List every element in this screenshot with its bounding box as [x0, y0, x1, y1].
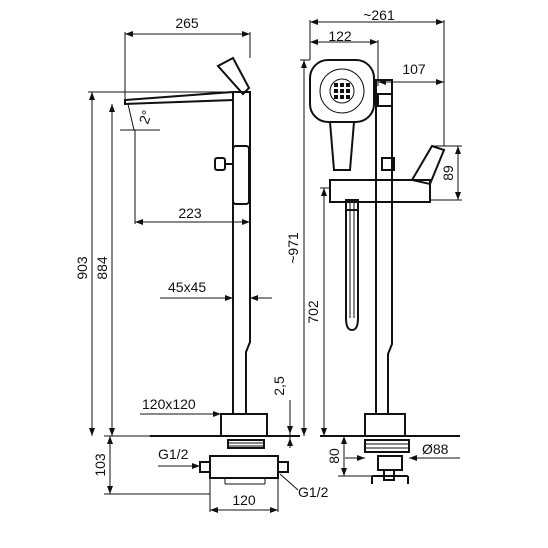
- dim-45x45: 45x45: [168, 279, 206, 295]
- label-g12-left: G1/2: [158, 446, 189, 462]
- right-dimensions: ~261 122 107 89 ~971 702: [285, 7, 462, 477]
- dim-702: 702: [305, 300, 321, 324]
- left-dimensions: 265 223 2° 903 884 45x45 120x120: [74, 15, 329, 513]
- right-view: [309, 59, 460, 484]
- left-base-plate: [220, 413, 268, 437]
- dim-265: 265: [175, 15, 199, 31]
- right-base-plate: [364, 413, 406, 437]
- dim-971: ~971: [285, 232, 301, 264]
- shower-nozzles: [319, 68, 365, 114]
- dim-884: 884: [94, 256, 110, 280]
- right-rosette: [364, 439, 410, 453]
- left-underfloor-box: [209, 455, 279, 479]
- shower-hose: [345, 200, 359, 332]
- valve-body: [329, 179, 431, 203]
- dim-angle: 2°: [135, 108, 155, 126]
- dim-223: 223: [178, 205, 202, 221]
- left-inlet: [199, 461, 211, 473]
- hose-connector: [345, 199, 359, 211]
- left-knob: [214, 157, 226, 171]
- dim-80: 80: [326, 448, 342, 464]
- right-underfloor-box: [377, 455, 403, 471]
- shower-handle: [328, 121, 356, 171]
- right-inlet: [277, 461, 289, 473]
- right-lever: [410, 144, 446, 186]
- dim-122: 122: [328, 28, 352, 44]
- dim-261: ~261: [363, 7, 395, 23]
- dim-903: 903: [74, 256, 90, 280]
- left-rosette: [227, 439, 265, 449]
- left-view: [124, 56, 300, 485]
- dim-2-5: 2,5: [271, 376, 287, 396]
- dim-120: 120: [232, 492, 256, 508]
- dim-120x120: 120x120: [142, 396, 196, 412]
- holder-top: [377, 93, 393, 107]
- dim-d88: Ø88: [422, 441, 449, 457]
- left-column: [232, 91, 251, 415]
- left-handle: [216, 56, 251, 96]
- dim-107: 107: [402, 61, 426, 77]
- right-column: [375, 79, 393, 415]
- dim-89: 89: [440, 165, 456, 181]
- label-g12-right: G1/2: [298, 484, 329, 500]
- left-spout: [124, 90, 234, 106]
- dim-103: 103: [92, 453, 108, 477]
- left-valve-body: [232, 145, 250, 205]
- valve-knob: [381, 157, 395, 171]
